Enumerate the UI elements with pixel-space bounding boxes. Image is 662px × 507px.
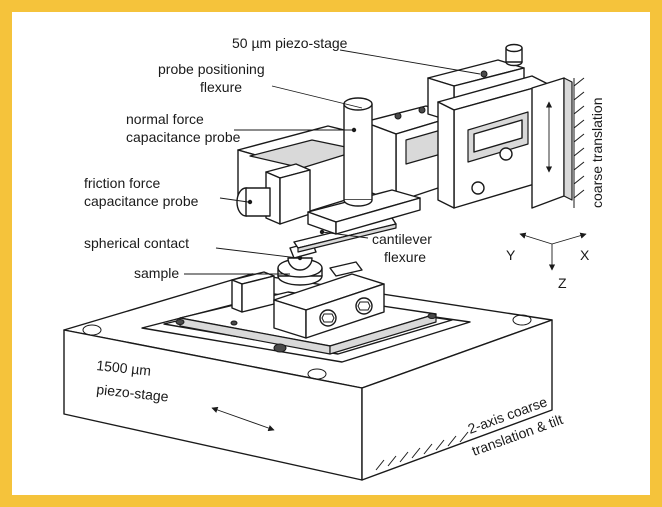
label-cantilever-1: cantilever xyxy=(372,231,432,247)
label-friction-probe-2: capacitance probe xyxy=(84,193,199,209)
label-friction-probe-1: friction force xyxy=(84,175,160,191)
axis-x-arrow xyxy=(551,232,587,245)
leader-lines xyxy=(184,49,481,275)
label-probe-flexure-2: flexure xyxy=(200,79,242,95)
label-coarse-translation: coarse translation xyxy=(589,97,605,208)
label-normal-probe-1: normal force xyxy=(126,111,204,127)
axis-y-arrow xyxy=(519,232,553,245)
label-spherical-contact: spherical contact xyxy=(84,235,189,251)
diagram-panel: X Y Z 50 µm piezo-stage probe positionin… xyxy=(12,12,650,495)
coarse-translation-wall xyxy=(545,77,585,208)
base-stage-arrow xyxy=(211,406,275,432)
label-piezo-1500-1: 1500 µm xyxy=(96,357,152,379)
axis-x-label: X xyxy=(580,247,590,263)
ground-hatch xyxy=(375,431,469,471)
label-sample: sample xyxy=(134,265,179,281)
label-cantilever-2: flexure xyxy=(384,249,426,265)
axis-z-label: Z xyxy=(558,275,567,291)
label-probe-flexure-1: probe positioning xyxy=(158,61,265,77)
apparatus-diagram: X Y Z 50 µm piezo-stage probe positionin… xyxy=(63,35,605,481)
label-piezo-50: 50 µm piezo-stage xyxy=(232,35,348,51)
label-piezo-1500-2: piezo-stage xyxy=(96,381,170,405)
coordinate-axes: X Y Z xyxy=(506,232,590,291)
sample-holder xyxy=(231,261,385,339)
piezo-stage-50 xyxy=(427,43,573,209)
probe-assembly xyxy=(236,97,457,235)
axis-y-label: Y xyxy=(506,247,516,263)
label-normal-probe-2: capacitance probe xyxy=(126,129,241,145)
